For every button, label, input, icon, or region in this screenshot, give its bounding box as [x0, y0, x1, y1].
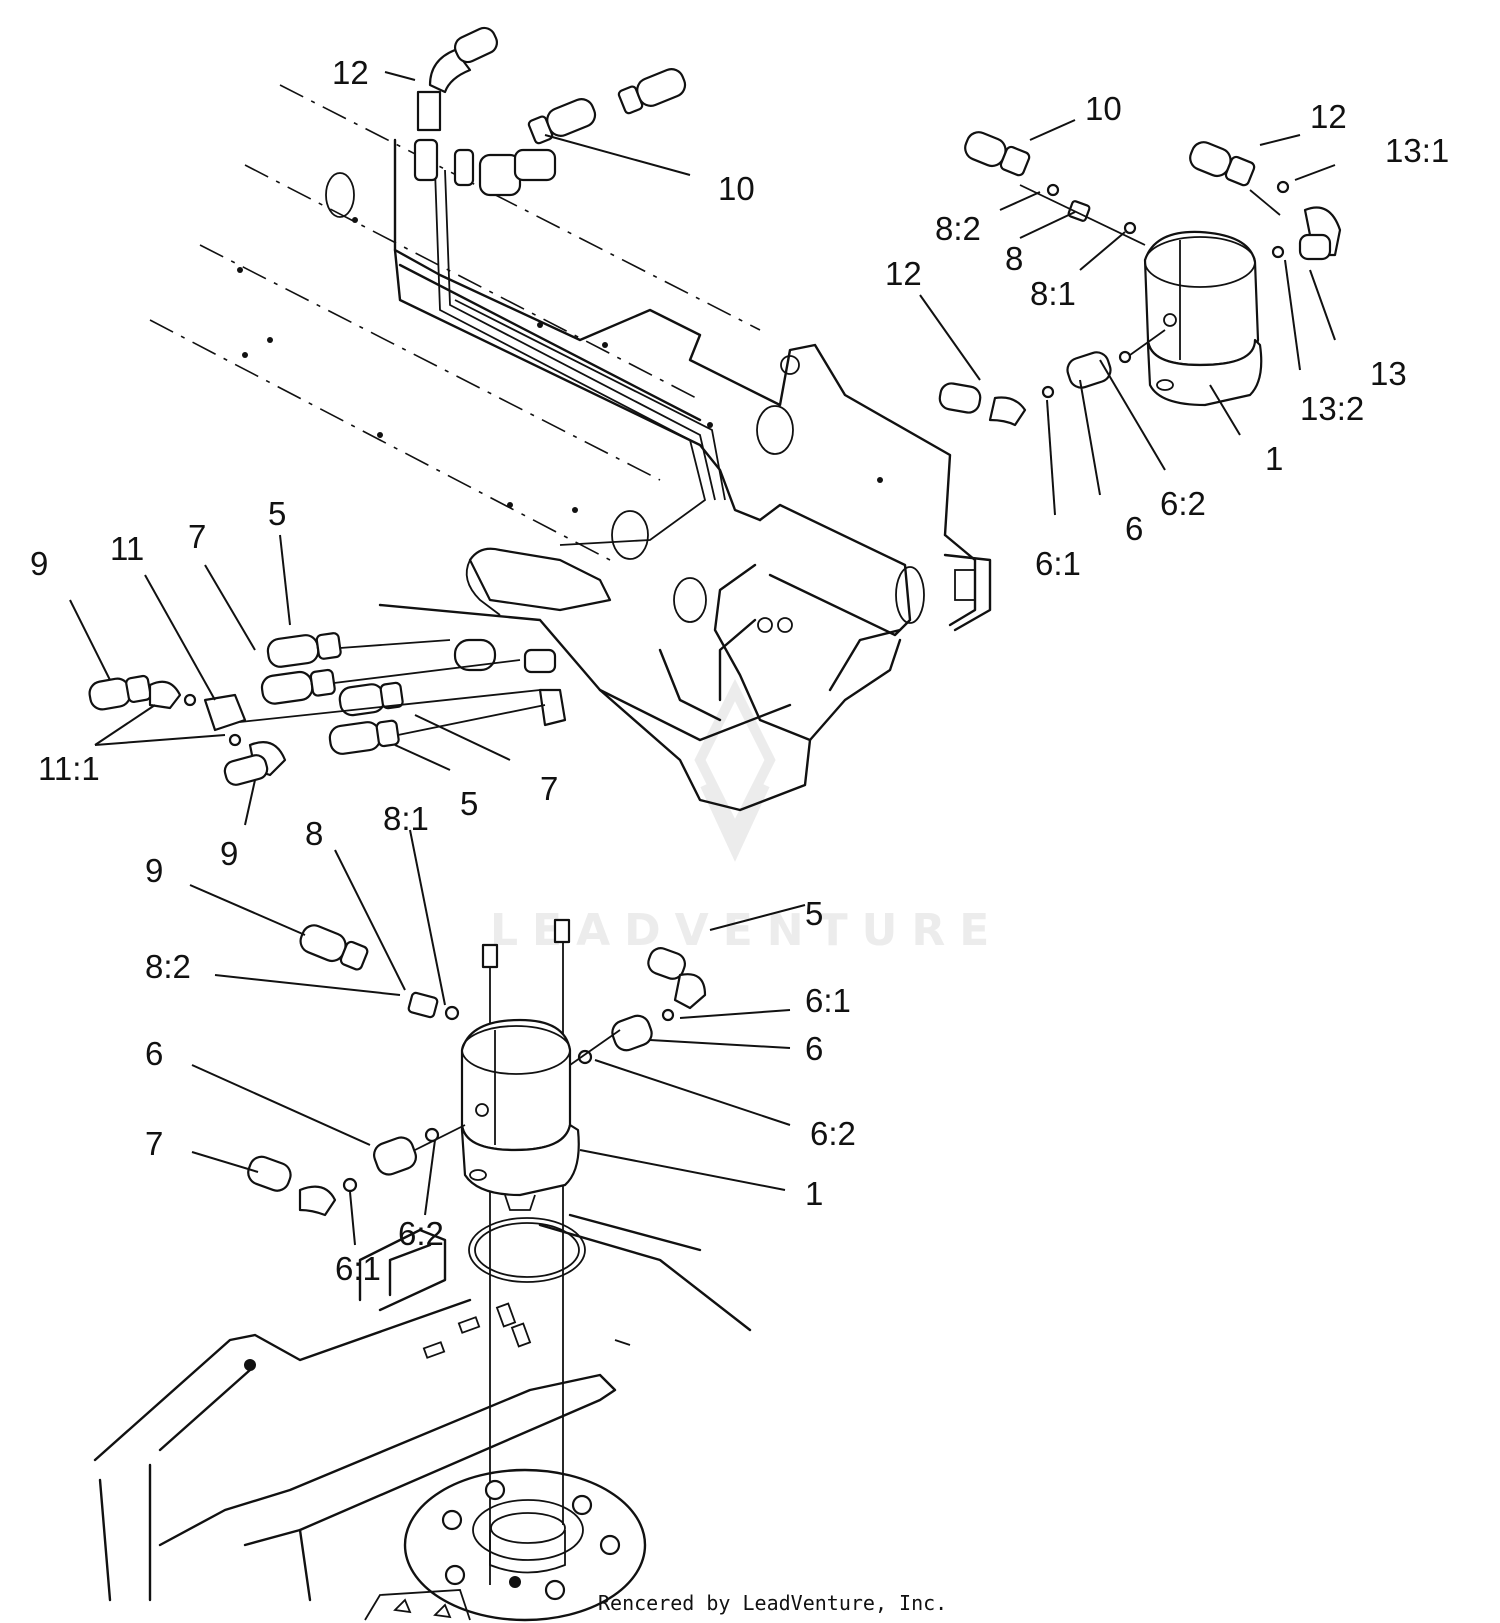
callout-10: 10: [1085, 90, 1122, 127]
callout-13-2: 13:2: [1300, 390, 1364, 427]
callout-5: 5: [460, 785, 478, 822]
mower-deck: [93, 1213, 752, 1622]
callout-7: 7: [188, 518, 206, 555]
callout-11-1: 11:1: [38, 750, 100, 787]
top-hose-fittings: [416, 26, 687, 145]
callout-6-2: 6:2: [810, 1115, 856, 1152]
callout-6-1: 6:1: [1035, 545, 1081, 582]
left-hose-fittings: [88, 632, 546, 786]
callout-6-2: 6:2: [398, 1215, 444, 1252]
callout-8: 8: [1005, 240, 1023, 277]
callout-8-1: 8:1: [383, 800, 429, 837]
callout-8-2: 8:2: [935, 210, 981, 247]
callout-8: 8: [305, 815, 323, 852]
callout-9: 9: [220, 835, 238, 872]
tractor-frame: [149, 84, 992, 812]
callout-11: 11: [110, 530, 144, 567]
callout-8-2: 8:2: [145, 948, 191, 985]
callout-8-1: 8:1: [1030, 275, 1076, 312]
callout-12: 12: [885, 255, 922, 292]
callout-6-2: 6:2: [1160, 485, 1206, 522]
callout-5: 5: [805, 895, 823, 932]
callout-1: 1: [1265, 440, 1283, 477]
watermark-text: LEADVENTURE: [490, 905, 1003, 956]
render-credit: Rencered by LeadVenture, Inc.: [598, 1591, 947, 1615]
callout-5: 5: [268, 495, 286, 532]
callout-9: 9: [30, 545, 48, 582]
callout-1: 1: [805, 1175, 823, 1212]
callout-12: 12: [332, 54, 369, 91]
callout-13-1: 13:1: [1385, 132, 1449, 169]
callout-6: 6: [145, 1035, 163, 1072]
callout-7: 7: [145, 1125, 163, 1162]
callout-6-1: 6:1: [335, 1250, 381, 1287]
callout-10: 10: [718, 170, 755, 207]
leader-lines: [69, 71, 1336, 1246]
callout-6: 6: [1125, 510, 1143, 547]
callout-labels: 12 10 10 12 13:1 8:2 8 8:1 12 13 13:2 1 …: [30, 54, 1449, 1287]
callout-7: 7: [540, 770, 558, 807]
upper-right-filter-assembly: [938, 131, 1342, 427]
callout-6-1: 6:1: [805, 982, 851, 1019]
callout-9: 9: [145, 852, 163, 889]
lower-filter-assembly: [247, 918, 707, 1585]
callout-12: 12: [1310, 98, 1347, 135]
callout-6: 6: [805, 1030, 823, 1067]
callout-13: 13: [1370, 355, 1407, 392]
